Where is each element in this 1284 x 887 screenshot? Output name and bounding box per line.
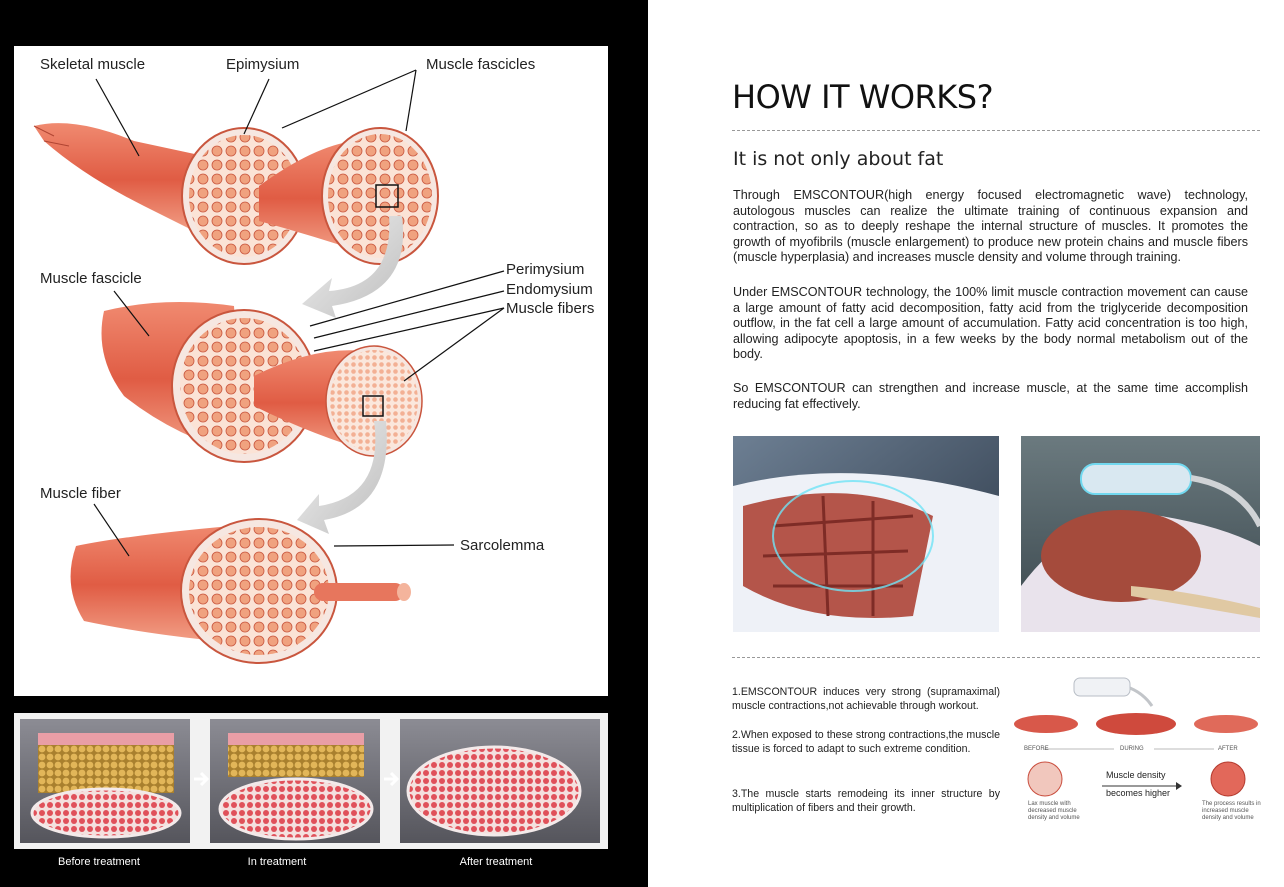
label-after: AFTER — [1218, 746, 1238, 752]
step-2: 2.When exposed to these strong contracti… — [732, 729, 1000, 756]
arrow-right-icon — [384, 771, 400, 787]
step-1: 1.EMSCONTOUR induces very strong (supram… — [732, 686, 1000, 713]
divider — [732, 130, 1260, 131]
note-lax-muscle: Lax muscle with decreased muscle density… — [1028, 801, 1080, 821]
caption-in-treatment: In treatment — [247, 856, 307, 868]
left-panel: Skeletal muscle Epimysium Muscle fascicl… — [0, 0, 648, 887]
note-increased-density: The process results in increased muscle … — [1202, 801, 1261, 821]
treatment-illustration — [20, 719, 600, 843]
before-treatment-panel — [20, 719, 190, 843]
after-treatment-panel — [400, 719, 600, 843]
paragraph-3: So EMSCONTOUR can strengthen and increas… — [733, 381, 1248, 411]
thigh-treatment-photo — [1021, 436, 1260, 632]
muscle-anatomy-diagram: Skeletal muscle Epimysium Muscle fascicl… — [14, 46, 608, 696]
abdomen-treatment-photo — [733, 436, 999, 632]
label-before: BEFORE — [1024, 746, 1049, 752]
paragraph-1: Through EMSCONTOUR(high energy focused e… — [733, 188, 1248, 265]
label-density-line2: becomes higher — [1106, 788, 1171, 798]
label-muscle-fascicle: Muscle fascicle — [40, 270, 142, 287]
muscle-density-infographic — [1014, 677, 1258, 797]
caption-after-treatment: After treatment — [459, 856, 533, 868]
muscle-fascicle-figure — [101, 302, 423, 463]
muscle-fiber-figure — [70, 518, 411, 664]
label-during: DURING — [1120, 746, 1144, 752]
article-panel: HOW IT WORKS? It is not only about fat T… — [648, 0, 1284, 887]
label-skeletal-muscle: Skeletal muscle — [40, 56, 146, 73]
label-density-line1: Muscle density — [1106, 770, 1166, 780]
section-subtitle: It is not only about fat — [733, 148, 944, 170]
in-treatment-panel — [210, 719, 380, 843]
label-endomysium: Endomysium — [506, 281, 593, 298]
label-sarcolemma: Sarcolemma — [460, 537, 545, 554]
label-epimysium: Epimysium — [226, 56, 300, 73]
label-perimysium: Perimysium — [506, 261, 585, 278]
label-muscle-fibers: Muscle fibers — [506, 300, 595, 317]
treatment-comparison-strip — [14, 713, 608, 849]
step-3: 3.The muscle starts remodeing its inner … — [732, 788, 1000, 815]
zoom-arrow-2 — [297, 421, 387, 534]
zoom-arrow-1 — [302, 216, 404, 318]
label-muscle-fascicles: Muscle fascicles — [426, 56, 536, 73]
muscle-structure-illustration — [33, 69, 505, 664]
caption-before-treatment: Before treatment — [58, 856, 140, 868]
arrow-right-icon — [194, 771, 210, 787]
paragraph-2: Under EMSCONTOUR technology, the 100% li… — [733, 285, 1248, 362]
label-muscle-fiber: Muscle fiber — [40, 485, 121, 502]
divider — [732, 657, 1260, 658]
skeletal-muscle-figure — [33, 123, 439, 265]
page-title: HOW IT WORKS? — [732, 78, 994, 116]
